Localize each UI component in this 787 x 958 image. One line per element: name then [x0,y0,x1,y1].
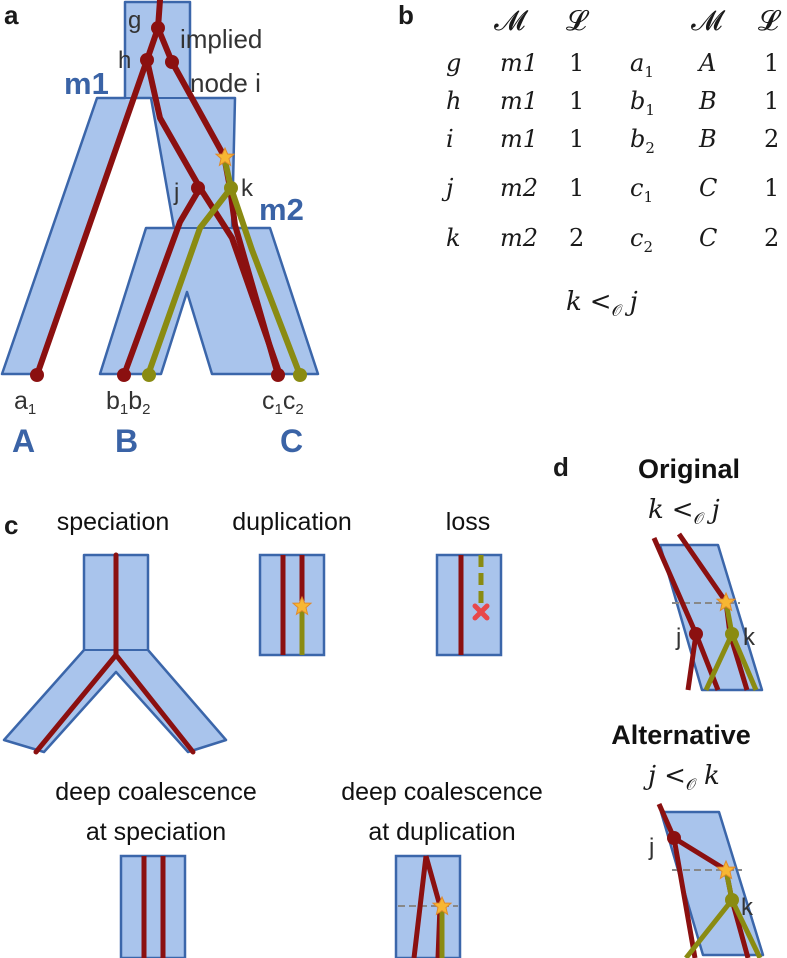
leaf-c1: c [262,387,275,415]
table-left-L: 2 [569,224,584,252]
node-label-k-original: k [743,624,756,651]
table-right-node: c1 [630,174,653,206]
alternative-diagram: j k [648,802,765,958]
table-right-node: a1 [630,49,654,81]
table-right-L: 2 [764,125,779,153]
species-node-m2: m2 [259,192,304,227]
table-left-L: 1 [569,174,584,202]
caption-duplication: duplication [232,508,352,536]
leaf-b2: b [128,387,142,415]
leaf-a1: a [14,387,28,415]
original-diagram: j k [651,532,764,692]
caption-loss: loss [446,508,490,536]
leaf-b1-sub: 1 [120,401,128,418]
panel-label-a: a [4,0,19,30]
leaf-b1: b [106,387,120,415]
table-right-L: 1 [764,87,779,115]
leaf-c1-sub: 1 [275,401,283,418]
leaf-labels-a: a1 b1b2 c1c2 [14,387,304,418]
leaf-c2-sub: 2 [295,401,303,418]
node-label-j-alternative: j [648,834,654,861]
header-M-right: 𝓜 [691,4,726,37]
header-L-left: 𝓛 [566,4,590,37]
table-left-L: 1 [569,49,584,77]
caption-dc-speciation-1: deep coalescence [55,778,257,806]
caption-dc-duplication-2: at duplication [368,818,515,846]
table-left-node: j [441,174,454,202]
node-label-h: h [118,47,131,74]
gene-nodes-a [30,21,307,382]
svg-text:a1: a1 [14,387,36,418]
table-right-L: 1 [764,174,779,202]
table-left-L: 1 [569,87,584,115]
caption-dc-duplication-1: deep coalescence [341,778,543,806]
species-C: C [280,423,303,459]
table-right-M: A [697,49,716,77]
table-left-M: m1 [500,49,538,77]
duplication-diagram [258,553,326,657]
species-tree-a [0,0,320,376]
table-left-M: m1 [500,125,538,153]
node-label-g: g [128,7,141,34]
table-left-node: i [446,125,454,153]
panel-label-b: b [398,0,414,30]
header-L-right: 𝓛 [758,4,782,37]
table-right-node: b1 [630,87,655,119]
implied-label-line2: node i [190,68,261,98]
leaf-c2: c [283,387,296,415]
table-left-node: k [446,224,461,252]
species-A: A [12,423,35,459]
node-label-j-original: j [675,624,681,651]
node-label-j: j [173,179,179,206]
table-left-node: h [446,87,461,115]
table-right-node: c2 [630,224,653,256]
panel-label-c: c [4,510,18,540]
leaf-a1-sub: 1 [28,401,36,418]
leaf-b2-sub: 2 [142,401,150,418]
table-left-M: m1 [500,87,538,115]
table-left-node: g [446,49,461,77]
dc-speciation-diagram [119,854,187,958]
table-right-L: 2 [764,224,779,252]
caption-dc-speciation-2: at speciation [86,818,226,846]
table-right-M: C [699,224,717,252]
table-right-M: C [699,174,717,202]
node-label-k: k [241,175,254,202]
table-left-M: m2 [500,224,538,252]
table-right-M: B [698,87,717,115]
table-right-node: b2 [630,125,655,157]
implied-label-line1: implied [180,24,262,54]
species-node-m1: m1 [64,66,109,101]
table-left-L: 1 [569,125,584,153]
speciation-diagram [2,552,228,755]
svg-text:b1b2: b1b2 [106,387,151,418]
dc-duplication-diagram [394,854,462,958]
species-B: B [115,423,138,459]
caption-speciation: speciation [57,508,170,536]
loss-diagram [435,553,503,657]
header-M-left: 𝓜 [494,4,529,37]
svg-text:c1c2: c1c2 [262,387,304,418]
loss-x-icon [472,603,490,621]
title-alternative: Alternative [611,720,751,750]
panel-label-d: d [553,452,569,482]
table-left-M: m2 [500,174,538,202]
title-original: Original [638,454,740,484]
node-label-k-alternative: k [741,894,754,921]
table-right-L: 1 [764,49,779,77]
table-right-M: B [698,125,717,153]
